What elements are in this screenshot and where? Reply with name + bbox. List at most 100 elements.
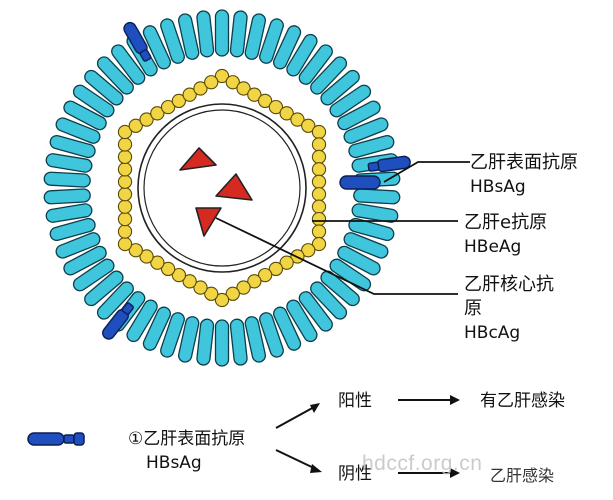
envelope-segment xyxy=(229,10,248,58)
leader-surface xyxy=(383,161,470,183)
envelope-segment xyxy=(320,69,360,106)
capsid-bead xyxy=(117,137,133,152)
label-core-antigen-cn-2: 原 xyxy=(464,298,482,319)
dna-triangle-1 xyxy=(179,147,217,171)
envelope-segment xyxy=(298,44,333,85)
capsid-bead xyxy=(204,286,219,301)
capsid-bead xyxy=(311,124,327,140)
flow-item-en: HBsAg xyxy=(146,453,202,473)
capsid-bead xyxy=(311,174,327,189)
envelope-segment xyxy=(348,134,395,159)
surface-antigen-spike xyxy=(123,21,152,62)
capsid-bead xyxy=(268,261,284,277)
label-core-antigen-cn-1: 乙肝核心抗 xyxy=(464,274,554,295)
envelope-segment xyxy=(142,25,171,70)
envelope-segment xyxy=(229,318,248,366)
capsid-bead xyxy=(128,243,143,258)
label-surface-antigen-cn: 乙肝表面抗原 xyxy=(470,152,578,173)
capsid-bead xyxy=(225,286,240,301)
surface-antigen-spikes xyxy=(102,21,411,340)
capsid-bead xyxy=(182,274,197,289)
envelope-segment xyxy=(196,318,215,366)
envelope-segment xyxy=(329,84,372,118)
capsid-bead xyxy=(279,106,294,121)
capsid-bead xyxy=(117,149,133,165)
capsid-bead xyxy=(311,224,327,239)
legend-spike-icon xyxy=(27,432,85,446)
flow-positive: 阳性 xyxy=(338,391,372,411)
envelope-segment xyxy=(244,13,267,60)
capsid-bead xyxy=(268,99,284,115)
envelope-segment xyxy=(84,69,124,106)
watermark: hdccf.org.cn xyxy=(362,452,483,475)
flow-positive-result: 有乙肝感染 xyxy=(480,391,565,411)
envelope-segment xyxy=(273,25,302,70)
capsid-bead xyxy=(139,112,154,127)
capsid-bead xyxy=(160,261,176,277)
capsid-bead xyxy=(117,162,133,177)
envelope-segment xyxy=(55,232,101,259)
envelope-segment xyxy=(63,100,107,131)
dna-triangle-3 xyxy=(195,207,222,237)
envelope-segment xyxy=(310,281,348,320)
capsid-bead xyxy=(247,87,262,102)
flow-item-cn: ①乙肝表面抗原 xyxy=(128,429,246,449)
capsid-bead xyxy=(311,137,327,152)
capsid-bead xyxy=(311,149,327,165)
surface-antigen-spike xyxy=(102,302,134,340)
envelope-segment xyxy=(142,306,171,351)
label-e-antigen-cn: 乙肝e抗原 xyxy=(464,212,548,233)
envelope-segment xyxy=(45,203,93,223)
envelope-segment xyxy=(348,217,395,242)
capsid-bead xyxy=(117,174,133,189)
capsid-bead xyxy=(160,99,176,115)
capsid-bead xyxy=(117,187,133,202)
capsid-bead xyxy=(139,249,154,264)
envelope-segment xyxy=(337,245,381,276)
capsid-bead xyxy=(150,106,165,121)
envelope-segment xyxy=(320,270,360,307)
envelope-segment xyxy=(160,312,185,358)
envelope-segment xyxy=(343,117,389,144)
branch-down xyxy=(275,449,319,471)
capsid-bead xyxy=(279,255,294,270)
envelope-segment xyxy=(244,316,267,363)
capsid-bead xyxy=(117,199,133,214)
capsid-bead xyxy=(193,280,208,295)
labeled-spike xyxy=(339,175,381,190)
envelope-segment xyxy=(286,299,318,343)
capsid-bead xyxy=(171,267,187,283)
envelope-segment xyxy=(43,171,91,188)
envelope-segment xyxy=(177,316,200,363)
capsid-bead xyxy=(128,118,143,133)
leader-core xyxy=(215,217,458,295)
envelope-segment xyxy=(72,258,115,292)
capsid-bead xyxy=(311,211,327,227)
dna-triangle-2 xyxy=(215,173,253,201)
capsid-bead xyxy=(117,211,133,227)
envelope-segment xyxy=(84,270,124,307)
capsid-bead xyxy=(225,75,240,90)
capsid-bead xyxy=(236,81,251,96)
branch-up xyxy=(275,405,317,429)
flow-negative: 阴性 xyxy=(338,464,372,484)
envelope-segment xyxy=(273,306,302,351)
envelope-segment xyxy=(72,84,115,118)
capsid-bead xyxy=(301,243,316,258)
envelope-segment xyxy=(126,299,158,343)
capsid-bead xyxy=(214,68,230,84)
capsid-bead xyxy=(257,93,273,109)
capsid-bead xyxy=(257,267,273,283)
label-core-antigen-en: HBcAg xyxy=(464,323,521,343)
inner-core-ring-2 xyxy=(143,109,301,267)
envelope-segment xyxy=(45,153,93,173)
label-surface-antigen-en: HBsAg xyxy=(470,177,526,197)
envelope-segment xyxy=(214,319,230,367)
capsid-bead xyxy=(204,75,219,90)
inner-core-ring xyxy=(137,103,307,273)
envelope-segment xyxy=(160,18,185,64)
envelope-segment xyxy=(196,10,215,58)
envelope-segment xyxy=(96,56,134,95)
capsid-bead xyxy=(311,162,327,177)
